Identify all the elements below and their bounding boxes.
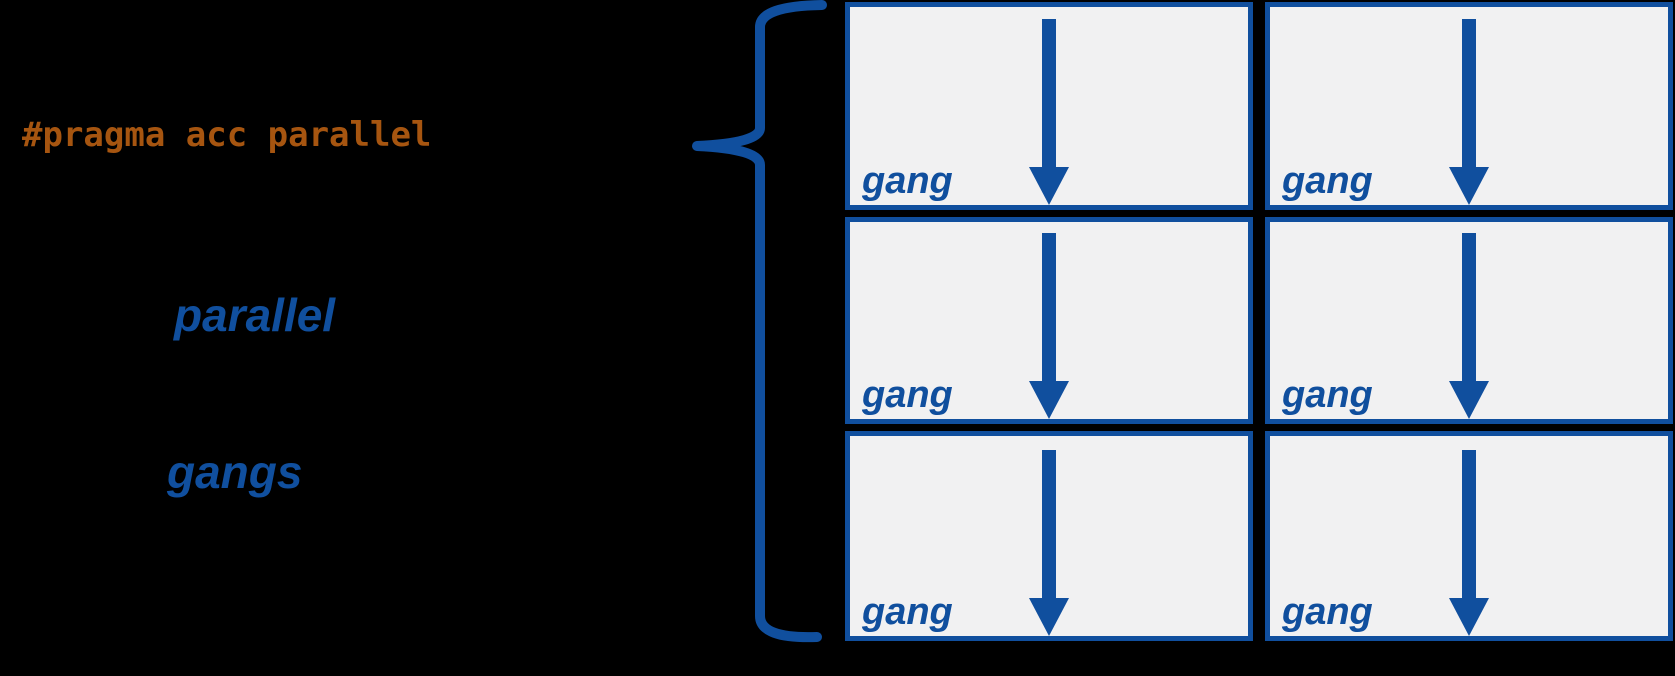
gang-grid: gang gang gang gang xyxy=(845,2,1673,642)
gang-box: gang xyxy=(845,431,1253,641)
gang-box: gang xyxy=(1265,217,1673,424)
down-arrow-icon xyxy=(1029,19,1069,205)
gang-label: gang xyxy=(862,160,953,202)
gang-label: gang xyxy=(1282,591,1373,633)
down-arrow-icon xyxy=(1449,19,1489,205)
down-arrow-icon xyxy=(1449,450,1489,636)
gangs-label: gangs xyxy=(167,446,303,498)
down-arrow-icon xyxy=(1029,233,1069,419)
pragma-directive-text: #pragma acc parallel xyxy=(22,115,432,155)
gang-label: gang xyxy=(862,374,953,416)
parallel-label: parallel xyxy=(174,289,336,341)
gang-label: gang xyxy=(862,591,953,633)
down-arrow-icon xyxy=(1029,450,1069,636)
gang-box: gang xyxy=(1265,2,1673,210)
curly-brace-icon xyxy=(692,0,827,643)
down-arrow-icon xyxy=(1449,233,1489,419)
gang-box: gang xyxy=(845,217,1253,424)
gang-label: gang xyxy=(1282,160,1373,202)
gang-box: gang xyxy=(845,2,1253,210)
gang-label: gang xyxy=(1282,374,1373,416)
gang-box: gang xyxy=(1265,431,1673,641)
